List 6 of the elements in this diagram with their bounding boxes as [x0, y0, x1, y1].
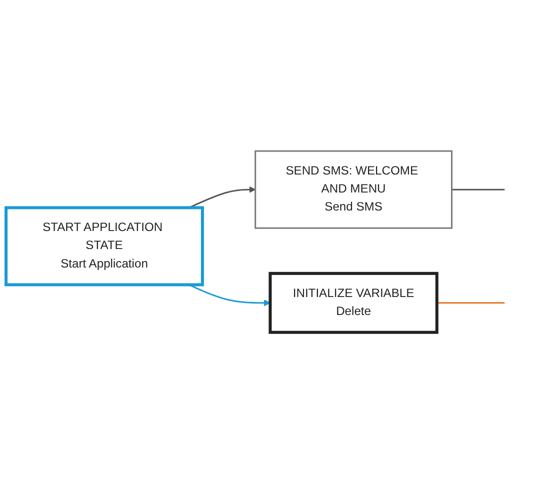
- node-box: SEND SMS: WELCOME AND MENU Send SMS: [254, 150, 452, 230]
- node-box: START APPLICATION STATE Start Application: [4, 206, 204, 287]
- arrow: [188, 186, 256, 209]
- node-box: INITIALIZE VARIABLE Delete: [268, 272, 438, 334]
- connector: [452, 189, 505, 191]
- connector: [436, 302, 505, 304]
